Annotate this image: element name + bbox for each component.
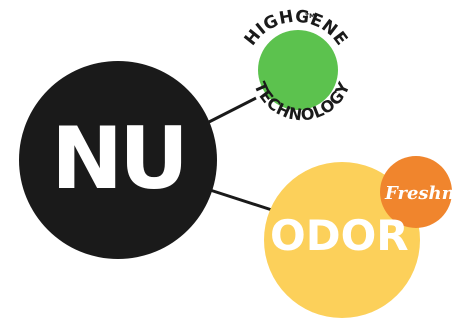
odor-text: ODOR (270, 211, 409, 260)
connector-line-top (204, 96, 257, 126)
freshness-orange-circle (380, 156, 452, 228)
freshness-text: Freshness (384, 183, 459, 204)
highgene-green-circle (258, 30, 338, 110)
connector-line-bottom (209, 188, 273, 212)
nu-circle (19, 61, 217, 259)
odor-yellow-circle (264, 162, 420, 318)
nu-text: NU (51, 109, 185, 209)
trademark-text: TM (305, 13, 315, 20)
